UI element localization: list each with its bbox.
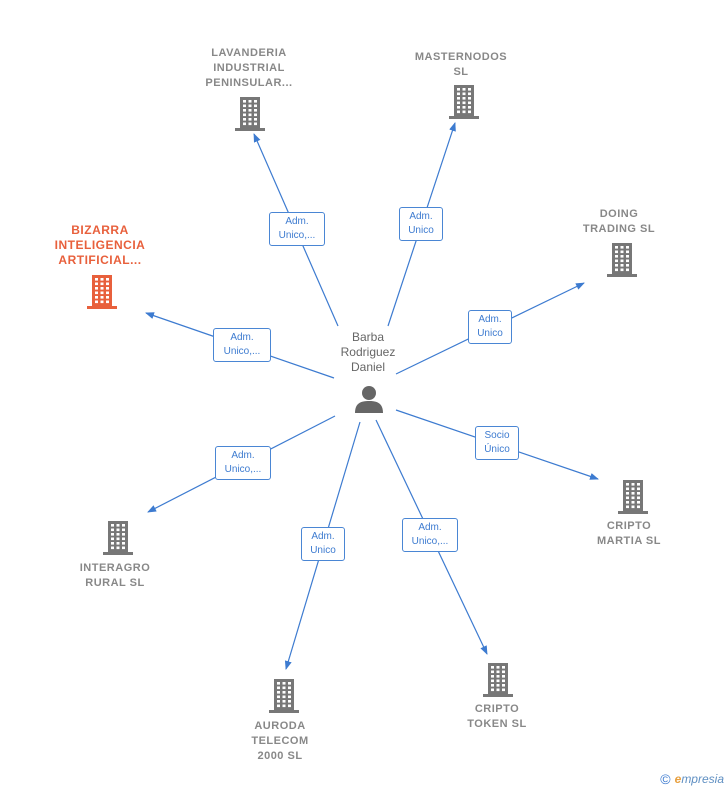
relation-text: Unico <box>477 328 503 339</box>
company-label-line: INTELIGENCIA <box>54 238 146 252</box>
relation-text: Adm. <box>285 216 309 227</box>
relation-text: Unico <box>408 225 434 236</box>
company-label-line: TRADING SL <box>582 223 656 235</box>
relation-badge-auroda[interactable]: Adm. Unico <box>301 527 345 561</box>
company-label-line: DOING <box>599 208 639 220</box>
company-label-line: LAVANDERIA <box>211 47 287 59</box>
center-person-name[interactable]: Barba Rodriguez Daniel <box>340 330 396 374</box>
building-icon[interactable] <box>234 96 266 132</box>
company-label-line: PENINSULAR... <box>205 77 293 89</box>
building-icon[interactable] <box>617 479 649 515</box>
building-icon[interactable] <box>606 242 638 278</box>
relation-badge-cripto-token[interactable]: Adm. Unico,... <box>402 518 458 552</box>
company-label-lavanderia[interactable]: LAVANDERIA INDUSTRIAL PENINSULAR... <box>174 46 324 91</box>
relation-text: Adm. <box>231 450 255 461</box>
relation-text: Socio <box>484 430 510 441</box>
company-label-line: INDUSTRIAL <box>213 62 285 74</box>
building-icon[interactable] <box>268 678 300 714</box>
company-label-line: MARTIA SL <box>597 535 661 547</box>
company-label-line: RURAL SL <box>85 577 145 589</box>
company-label-line: BIZARRA <box>71 223 129 237</box>
relation-text: Adm. <box>230 332 254 343</box>
relation-text: Unico,... <box>224 464 262 475</box>
company-label-line: MASTERNODOS <box>414 51 508 63</box>
building-icon[interactable] <box>448 84 480 120</box>
relation-badge-interagro[interactable]: Adm. Unico,... <box>215 446 271 480</box>
building-icon[interactable] <box>86 274 118 310</box>
company-label-line: TOKEN SL <box>467 718 527 730</box>
company-label-interagro[interactable]: INTERAGRO RURAL SL <box>40 561 190 591</box>
company-label-line: CRIPTO <box>606 520 652 532</box>
relation-text: Unico <box>310 545 336 556</box>
company-label-auroda[interactable]: AURODA TELECOM 2000 SL <box>205 719 355 764</box>
relation-text: Adm. <box>418 522 442 533</box>
relation-badge-masternodos[interactable]: Adm. Unico <box>399 207 443 241</box>
person-icon[interactable] <box>354 384 384 414</box>
brand-logo[interactable]: empresia <box>674 772 724 786</box>
company-label-doing[interactable]: DOING TRADING SL <box>544 207 694 237</box>
company-label-masternodos[interactable]: MASTERNODOS SL <box>386 50 536 80</box>
company-label-line: ARTIFICIAL... <box>58 253 142 267</box>
relation-text: Adm. <box>311 531 335 542</box>
relation-text: Unico,... <box>278 230 316 241</box>
relation-badge-lavanderia[interactable]: Adm. Unico,... <box>269 212 325 246</box>
company-label-cripto-token[interactable]: CRIPTO TOKEN SL <box>422 702 572 732</box>
relation-text: Adm. <box>409 211 433 222</box>
company-label-line: INTERAGRO <box>79 562 151 574</box>
company-label-line: SL <box>453 66 469 78</box>
relation-badge-bizarra[interactable]: Adm. Unico,... <box>213 328 271 362</box>
building-icon[interactable] <box>482 662 514 698</box>
company-label-cripto-martia[interactable]: CRIPTO MARTIA SL <box>554 519 704 549</box>
relation-badge-doing[interactable]: Adm. Unico <box>468 310 512 344</box>
relation-text: Único <box>484 444 510 455</box>
relation-text: Unico,... <box>411 536 449 547</box>
company-label-line: CRIPTO <box>474 703 520 715</box>
copyright-symbol: © <box>660 771 671 787</box>
relation-text: Unico,... <box>223 346 261 357</box>
footer-brand: © empresia <box>660 771 724 787</box>
company-label-line: AURODA <box>254 720 306 732</box>
company-label-line: 2000 SL <box>257 750 303 762</box>
company-label-line: TELECOM <box>251 735 309 747</box>
relation-text: Adm. <box>478 314 502 325</box>
building-icon[interactable] <box>102 520 134 556</box>
